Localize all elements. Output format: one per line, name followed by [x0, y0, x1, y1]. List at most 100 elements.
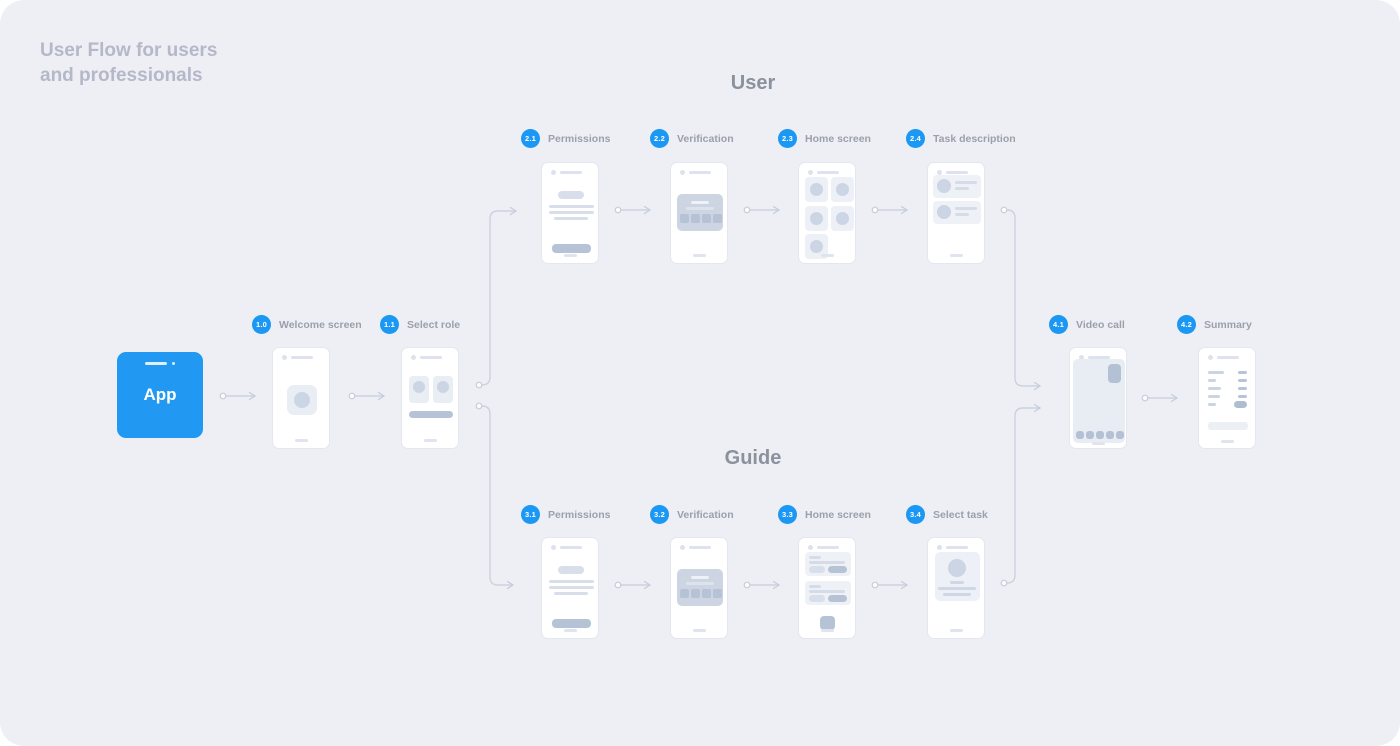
node-head-1-1: 1.1 Select role: [380, 315, 460, 334]
wf-text-line: [938, 587, 976, 590]
step-badge: 2.4: [906, 129, 925, 148]
wf-text-line: [809, 556, 821, 559]
wf-text-line: [955, 181, 977, 184]
phone-home-indicator: [423, 439, 437, 442]
wf-avatar-circle: [810, 183, 823, 196]
phone-guide-permissions: [541, 537, 599, 639]
phone-speaker-line: [946, 546, 968, 549]
wf-text-line: [1208, 371, 1224, 374]
wf-code-box: [702, 214, 711, 223]
wf-value-line: [1238, 395, 1247, 398]
wf-call-control: [1086, 431, 1094, 439]
step-badge: 2.3: [778, 129, 797, 148]
wf-avatar-circle: [948, 559, 966, 577]
phone-home-indicator: [1091, 442, 1105, 445]
phone-speaker-line: [560, 546, 582, 549]
wf-text-line: [549, 586, 594, 589]
phone-speaker-line: [1088, 356, 1110, 359]
step-label: Home screen: [805, 508, 871, 521]
step-label: Permissions: [548, 132, 611, 145]
phone-home-indicator: [692, 629, 706, 632]
wf-avatar-circle: [413, 381, 425, 393]
wf-text-line: [554, 217, 588, 220]
phone-home-indicator: [1220, 440, 1234, 443]
wf-title-pill: [558, 191, 584, 199]
phone-camera-dot: [282, 355, 287, 360]
wf-button: [552, 619, 591, 628]
phone-user-home: [798, 162, 856, 264]
wf-text-line: [554, 592, 588, 595]
phone-speaker-line: [145, 362, 167, 365]
phone-user-permissions: [541, 162, 599, 264]
wf-text-line: [809, 590, 845, 593]
phone-speaker-line: [420, 356, 442, 359]
wf-code-box: [713, 214, 722, 223]
node-head-1-0: 1.0 Welcome screen: [252, 315, 362, 334]
wf-code-box: [680, 214, 689, 223]
step-badge: 2.2: [650, 129, 669, 148]
step-label: Verification: [677, 132, 734, 145]
wf-text-line: [943, 593, 971, 596]
wf-button-light: [1208, 422, 1248, 430]
step-label: Home screen: [805, 132, 871, 145]
phone-camera-dot: [680, 545, 685, 550]
phone-speaker-line: [560, 171, 582, 174]
wf-avatar-circle: [836, 212, 849, 225]
connector-lines: [225, 205, 1178, 590]
wf-avatar-circle: [437, 381, 449, 393]
wf-text-line: [686, 207, 714, 210]
phone-home-indicator: [949, 254, 963, 257]
step-badge: 1.0: [252, 315, 271, 334]
step-label: Summary: [1204, 318, 1252, 331]
phone-guide-verification: [670, 537, 728, 639]
phone-select-role: [401, 347, 459, 449]
node-head-3-1: 3.1 Permissions: [521, 505, 610, 524]
step-badge: 3.3: [778, 505, 797, 524]
wf-code-box: [713, 589, 722, 598]
page-title: User Flow for users and professionals: [40, 40, 218, 86]
step-badge: 2.1: [521, 129, 540, 148]
step-label: Select role: [407, 318, 461, 331]
wf-self-view: [1108, 364, 1121, 383]
wf-button: [552, 244, 591, 253]
wf-value-line: [1238, 371, 1247, 374]
wf-icon-circle: [294, 392, 310, 408]
wf-text-line: [955, 207, 977, 210]
wf-text-line: [955, 187, 969, 190]
wf-text-line: [691, 201, 709, 204]
phone-home-indicator: [563, 629, 577, 632]
node-head-4-2: 4.2 Summary: [1177, 315, 1252, 334]
step-label: Video call: [1076, 318, 1125, 331]
node-head-3-3: 3.3 Home screen: [778, 505, 871, 524]
node-head-2-2: 2.2 Verification: [650, 129, 734, 148]
wf-pill-light: [809, 566, 825, 573]
node-head-2-1: 2.1 Permissions: [521, 129, 610, 148]
wf-call-control: [1116, 431, 1124, 439]
wf-pill-light: [809, 595, 825, 602]
wf-text-line: [1208, 387, 1221, 390]
wf-text-line: [1208, 379, 1216, 382]
wf-text-line: [691, 576, 709, 579]
phone-summary: [1198, 347, 1256, 449]
node-head-3-2: 3.2 Verification: [650, 505, 734, 524]
step-badge: 4.2: [1177, 315, 1196, 334]
node-head-2-4: 2.4 Task description: [906, 129, 1016, 148]
node-head-2-3: 2.3 Home screen: [778, 129, 871, 148]
phone-home-indicator: [692, 254, 706, 257]
wf-total-pill: [1234, 401, 1247, 408]
wf-button: [409, 411, 453, 418]
wf-text-line: [955, 213, 969, 216]
wf-text-line: [1208, 395, 1220, 398]
phone-camera-dot: [172, 362, 175, 365]
wf-value-line: [1238, 379, 1247, 382]
step-badge: 3.2: [650, 505, 669, 524]
phone-speaker-line: [1217, 356, 1239, 359]
phone-speaker-line: [817, 546, 839, 549]
step-badge: 3.4: [906, 505, 925, 524]
wf-text-line: [549, 580, 594, 583]
wf-call-control: [1096, 431, 1104, 439]
phone-select-task: [927, 537, 985, 639]
step-label: Welcome screen: [279, 318, 362, 331]
phone-camera-dot: [551, 170, 556, 175]
